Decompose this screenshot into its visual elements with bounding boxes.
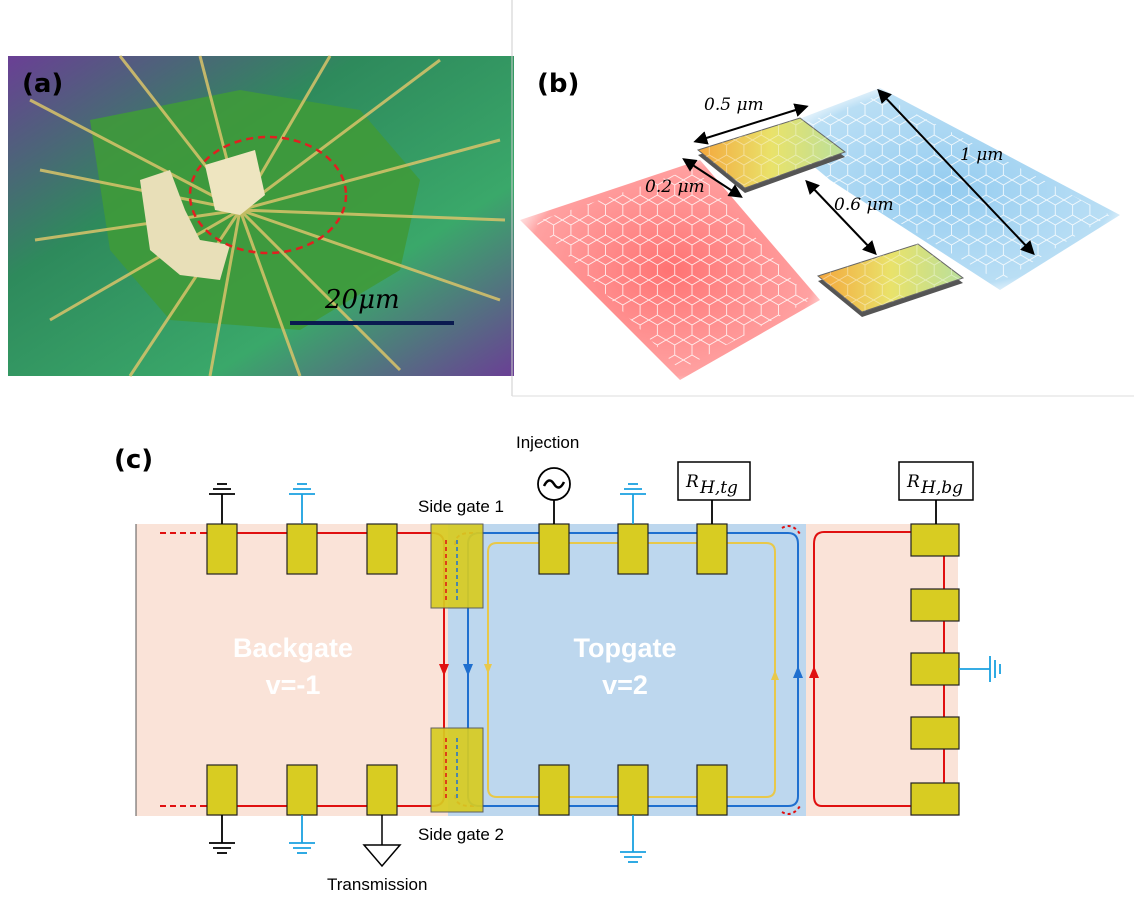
r-h-tg-symbol: R bbox=[685, 472, 699, 492]
bottom-contacts bbox=[206, 764, 728, 816]
blue-arrow-up bbox=[793, 666, 803, 678]
ground-icon-blue-top-1 bbox=[289, 483, 315, 524]
dim-arrow-gap-left bbox=[682, 158, 743, 198]
transmission-label: Transmission bbox=[327, 875, 427, 894]
dim-arrow-separation bbox=[805, 179, 877, 256]
ground-icon-blue-top-2 bbox=[620, 483, 646, 524]
dim-channel-length: 1 μm bbox=[960, 145, 1003, 165]
r-h-tg-meter: R H,tg bbox=[677, 461, 751, 524]
side-gate-1 bbox=[430, 523, 484, 609]
backgate-filling: v=-1 bbox=[266, 670, 321, 700]
pink-graphene bbox=[535, 168, 810, 370]
red-arrow-up bbox=[809, 666, 819, 678]
yellow-edge-channel bbox=[487, 542, 776, 798]
dim-gate-width: 0.5 μm bbox=[704, 95, 764, 115]
ground-icon-blue-bottom-2 bbox=[620, 815, 646, 863]
gold-contact-right bbox=[205, 150, 265, 215]
gold-contact-left bbox=[140, 170, 230, 280]
red-arrow-down bbox=[439, 664, 449, 676]
r-h-tg-subscript: H,tg bbox=[699, 478, 738, 498]
side-gate-2-label: Side gate 2 bbox=[418, 825, 504, 844]
right-contacts bbox=[910, 523, 960, 816]
panel-b-label: (b) bbox=[537, 69, 579, 99]
topgate-filling: v=2 bbox=[602, 670, 648, 700]
dim-arrow-gate-width bbox=[693, 103, 809, 145]
injection-label: Injection bbox=[516, 433, 579, 452]
panel-c-label: (c) bbox=[114, 445, 153, 475]
panel-a: (a) 20μm bbox=[8, 55, 514, 377]
panel-a-label: (a) bbox=[22, 69, 63, 99]
ground-icon-blue-bottom-1 bbox=[289, 815, 315, 854]
blue-arrow-down bbox=[463, 664, 473, 676]
r-h-bg-subscript: H,bg bbox=[920, 478, 963, 498]
panel-c: (c) Backgate v=-1 Topgate v=2 bbox=[114, 433, 1001, 894]
bond-wires bbox=[29, 55, 506, 377]
ground-icon-blue-right bbox=[959, 656, 1001, 682]
dim-gap-left: 0.2 μm bbox=[645, 177, 705, 197]
scale-bar-label: 20μm bbox=[324, 285, 400, 315]
r-h-bg-symbol: R bbox=[906, 472, 920, 492]
highlight-circle bbox=[188, 135, 348, 255]
ground-icon-black-top bbox=[209, 483, 235, 524]
dim-separation: 0.6 μm bbox=[834, 195, 894, 215]
r-h-bg-meter: R H,bg bbox=[898, 461, 974, 524]
side-gate-bottom bbox=[816, 243, 965, 317]
top-contacts bbox=[206, 523, 728, 575]
transmission-detector-icon bbox=[362, 815, 402, 868]
yellow-arrow-down bbox=[484, 664, 492, 674]
ground-icon-black-bottom bbox=[209, 815, 235, 854]
dim-arrow-channel-length bbox=[877, 88, 1035, 256]
ac-source-icon bbox=[537, 467, 571, 524]
yellow-arrow-up bbox=[771, 670, 779, 680]
backgate-label: Backgate bbox=[233, 633, 353, 663]
topgate-label: Topgate bbox=[574, 633, 677, 663]
panel-b: (b) 0.5 μm 0.2 μm 0.6 μm 1 μm bbox=[520, 69, 1120, 380]
side-gate-1-label: Side gate 1 bbox=[418, 497, 504, 516]
